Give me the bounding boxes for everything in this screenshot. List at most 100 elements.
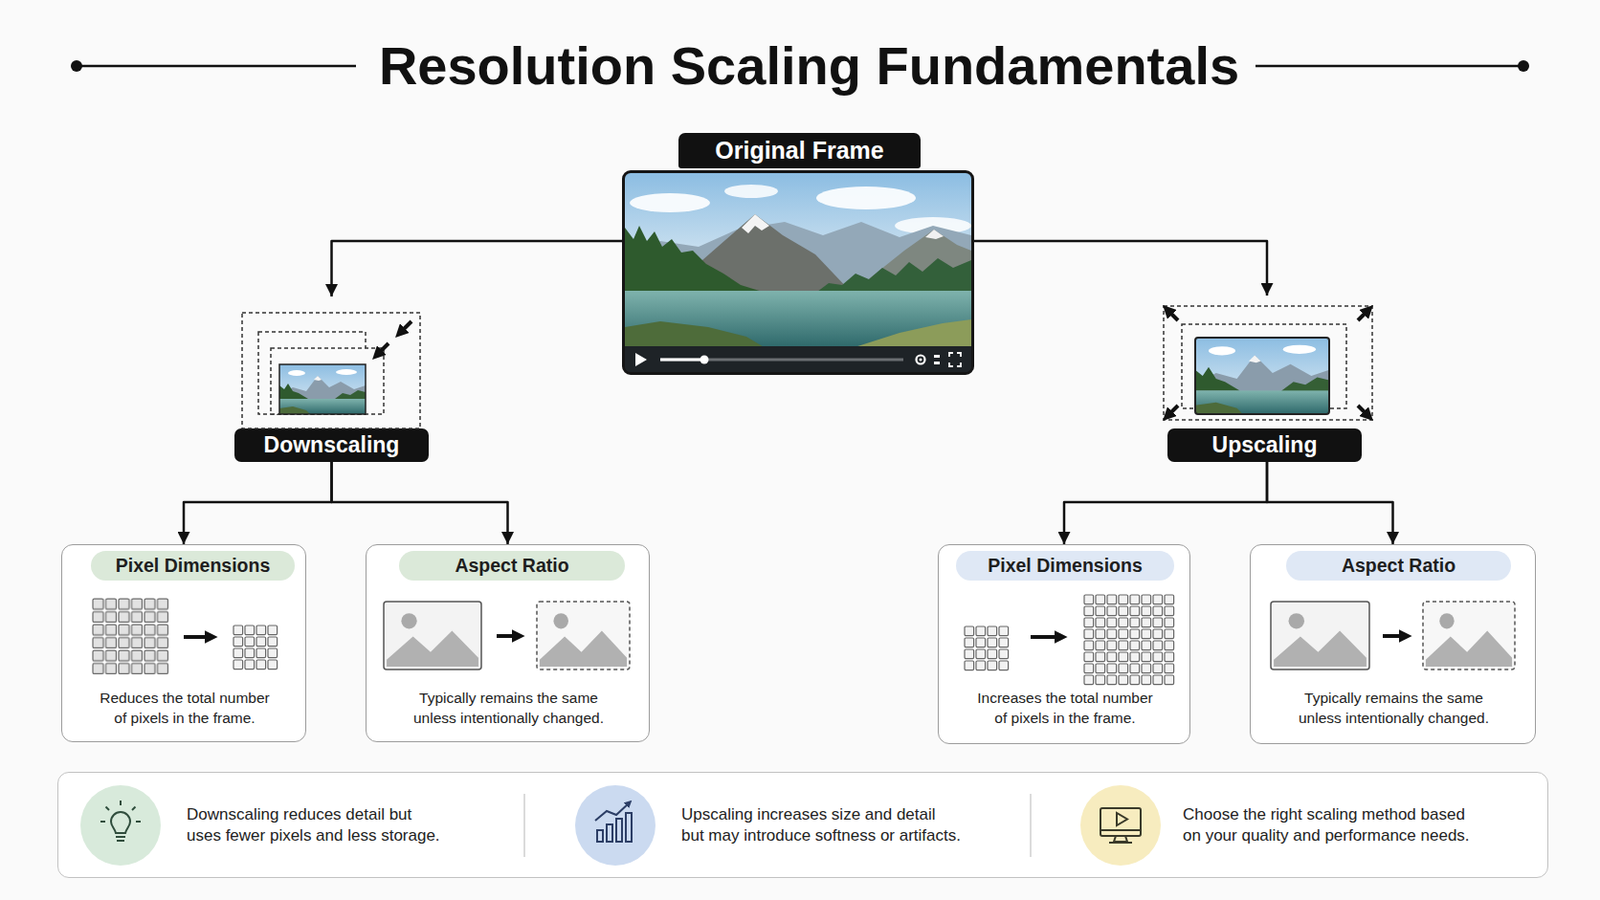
- pixel-grid: [91, 598, 170, 676]
- change-arrow: [1382, 634, 1407, 639]
- bulb: [111, 812, 131, 834]
- connector-arrow: [974, 241, 1267, 296]
- title-rule: [1255, 65, 1524, 68]
- card-heading: Aspect Ratio: [399, 551, 625, 581]
- card-description: Typically remains the same unless intent…: [405, 688, 612, 729]
- monitor-base: [1109, 842, 1133, 845]
- card-description: Increases the total number of pixels in …: [973, 688, 1157, 729]
- bulb-base: [115, 836, 126, 839]
- scaling-step: Upscaling: [1159, 295, 1375, 463]
- shore: [624, 321, 766, 349]
- progress-track: [660, 358, 904, 362]
- dashed-frame: [1181, 324, 1347, 409]
- card-description: Reduces the total number of pixels in th…: [95, 688, 274, 729]
- main-peak: [665, 214, 852, 293]
- cloud: [724, 184, 778, 199]
- shore: [851, 319, 972, 349]
- bulb-ray: [135, 821, 141, 823]
- rule-dot: [1517, 60, 1530, 72]
- card-heading: Aspect Ratio: [1286, 551, 1512, 581]
- video-scene: [624, 173, 972, 373]
- summary-note: Choose the right scaling method based on…: [1182, 804, 1535, 847]
- dashed-frame: [258, 332, 366, 415]
- step-label: Upscaling: [1167, 428, 1362, 463]
- image-glyph: [539, 613, 627, 667]
- diagram-title: Resolution Scaling Fundamentals: [362, 38, 1256, 94]
- connector-arrow: [183, 462, 333, 545]
- band-divider: [1029, 794, 1032, 858]
- title-rule: [76, 65, 356, 68]
- grow-arrow: [1166, 405, 1178, 418]
- dashed-frame: [270, 348, 384, 415]
- monitor-bezel: [1100, 829, 1141, 832]
- lightbulb-icon: [80, 785, 161, 867]
- property-card: Pixel DimensionsIncreases the total numb…: [937, 544, 1191, 745]
- shrink-arrow: [399, 321, 412, 334]
- property-card: Aspect RatioTypically remains the same u…: [1249, 544, 1536, 745]
- grow-arrow: [1357, 405, 1370, 418]
- settings-icon: [916, 355, 926, 365]
- image-border: [279, 364, 366, 415]
- far-mountains: [624, 222, 972, 293]
- pixel-grid: [91, 598, 170, 676]
- caption-icon: [933, 361, 940, 365]
- bulb-ray: [132, 807, 136, 812]
- step-label: Downscaling: [234, 428, 429, 463]
- cloud: [816, 186, 916, 210]
- settings-icon: [919, 358, 923, 362]
- play-icon: [1116, 813, 1128, 826]
- bulb-base: [116, 840, 125, 843]
- forest: [624, 225, 766, 316]
- side-peak: [851, 229, 972, 293]
- snow-cap: [925, 229, 944, 240]
- summary-band: Downscaling reduces detail but uses fewe…: [57, 772, 1549, 879]
- monitor-icon: [1080, 785, 1161, 867]
- change-arrow: [1030, 635, 1063, 640]
- lake: [624, 290, 972, 349]
- bulb-ray: [106, 807, 111, 812]
- upscale-icon: [1163, 306, 1373, 421]
- image-border: [1195, 337, 1330, 415]
- summary-note: Downscaling reduces detail but uses fewe…: [186, 804, 447, 847]
- pixel-grid: [963, 625, 1010, 672]
- caption-icon: [933, 355, 940, 358]
- chart-bar: [616, 819, 623, 843]
- image-glyph: [1425, 613, 1512, 667]
- grow-arrow: [1166, 309, 1178, 321]
- pixel-grid: [232, 624, 279, 671]
- connector-arrow: [332, 241, 623, 297]
- downscale-icon: [242, 312, 421, 429]
- dashed-frame: [1163, 306, 1373, 421]
- chart-bar: [625, 813, 632, 843]
- image-frame: [383, 601, 482, 670]
- mini-landscape: [1195, 337, 1330, 415]
- snow-cap: [741, 214, 770, 234]
- chart-icon: [575, 785, 656, 867]
- pixel-grid: [1083, 594, 1176, 687]
- progress-fill: [660, 358, 705, 362]
- card-heading: Pixel Dimensions: [90, 551, 295, 581]
- card-description: Typically remains the same unless intent…: [1290, 688, 1497, 729]
- icon-circle: [80, 785, 161, 867]
- video-frame: [622, 170, 975, 376]
- band-divider: [523, 794, 526, 858]
- trend-line: [595, 802, 630, 822]
- icon-circle: [575, 785, 656, 867]
- forest: [813, 258, 972, 305]
- image-glyph: [386, 613, 479, 667]
- pixel-grid: [963, 625, 1010, 672]
- chart-bar: [597, 830, 603, 843]
- pixel-grid: [1083, 594, 1176, 687]
- chart-bar: [606, 824, 613, 843]
- image-glyph: [1273, 613, 1367, 667]
- fullscreen-icon: [949, 353, 961, 367]
- control-bar: [624, 346, 972, 373]
- card-heading: Pixel Dimensions: [955, 551, 1175, 581]
- video-frame-node: Original Frame: [622, 133, 975, 376]
- icon-circle: [1080, 785, 1161, 867]
- progress-knob: [700, 355, 710, 365]
- shrink-arrow: [376, 343, 389, 356]
- summary-note: Upscaling increases size and detail but …: [681, 804, 974, 847]
- rule-dot: [70, 60, 83, 72]
